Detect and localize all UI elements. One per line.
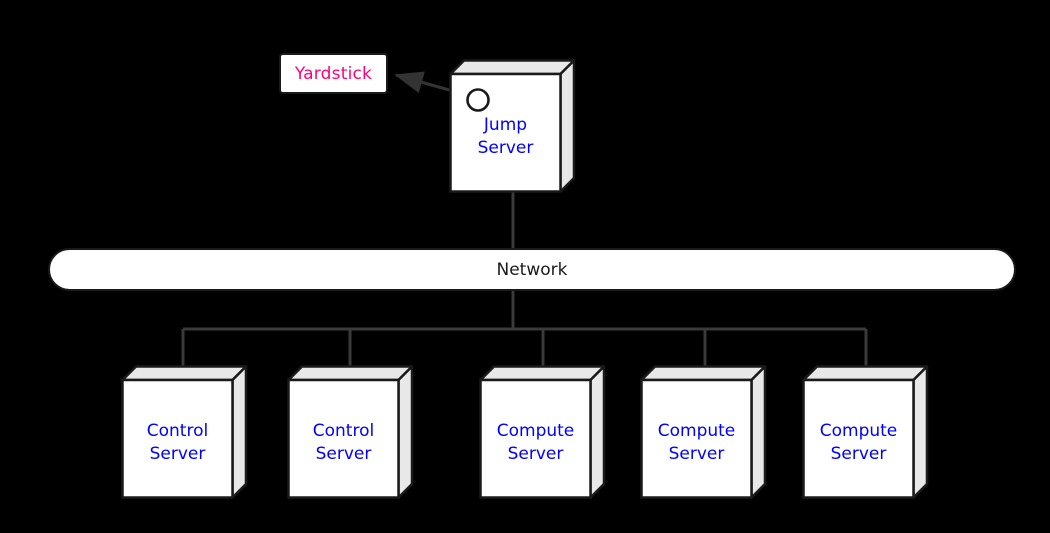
server-1-shape [121,365,248,499]
server-3-shape [479,365,606,499]
yardstick-node[interactable]: Yardstick [279,53,388,94]
server-4-shape [640,365,767,499]
jump-server-shape [449,59,576,193]
network-node[interactable]: Network [48,248,1016,291]
server-node-5[interactable]: Compute Server [801,364,929,500]
provided-interface-icon [466,88,490,112]
server-2-shape [287,365,414,499]
server-node-3[interactable]: Compute Server [478,364,606,500]
yardstick-label: Yardstick [294,63,373,84]
server-node-1[interactable]: Control Server [120,364,248,500]
server-node-2[interactable]: Control Server [286,364,414,500]
server-5-shape [802,365,929,499]
jump-server-node[interactable]: Jump Server [448,58,576,194]
network-label: Network [496,259,568,280]
server-node-4[interactable]: Compute Server [639,364,767,500]
